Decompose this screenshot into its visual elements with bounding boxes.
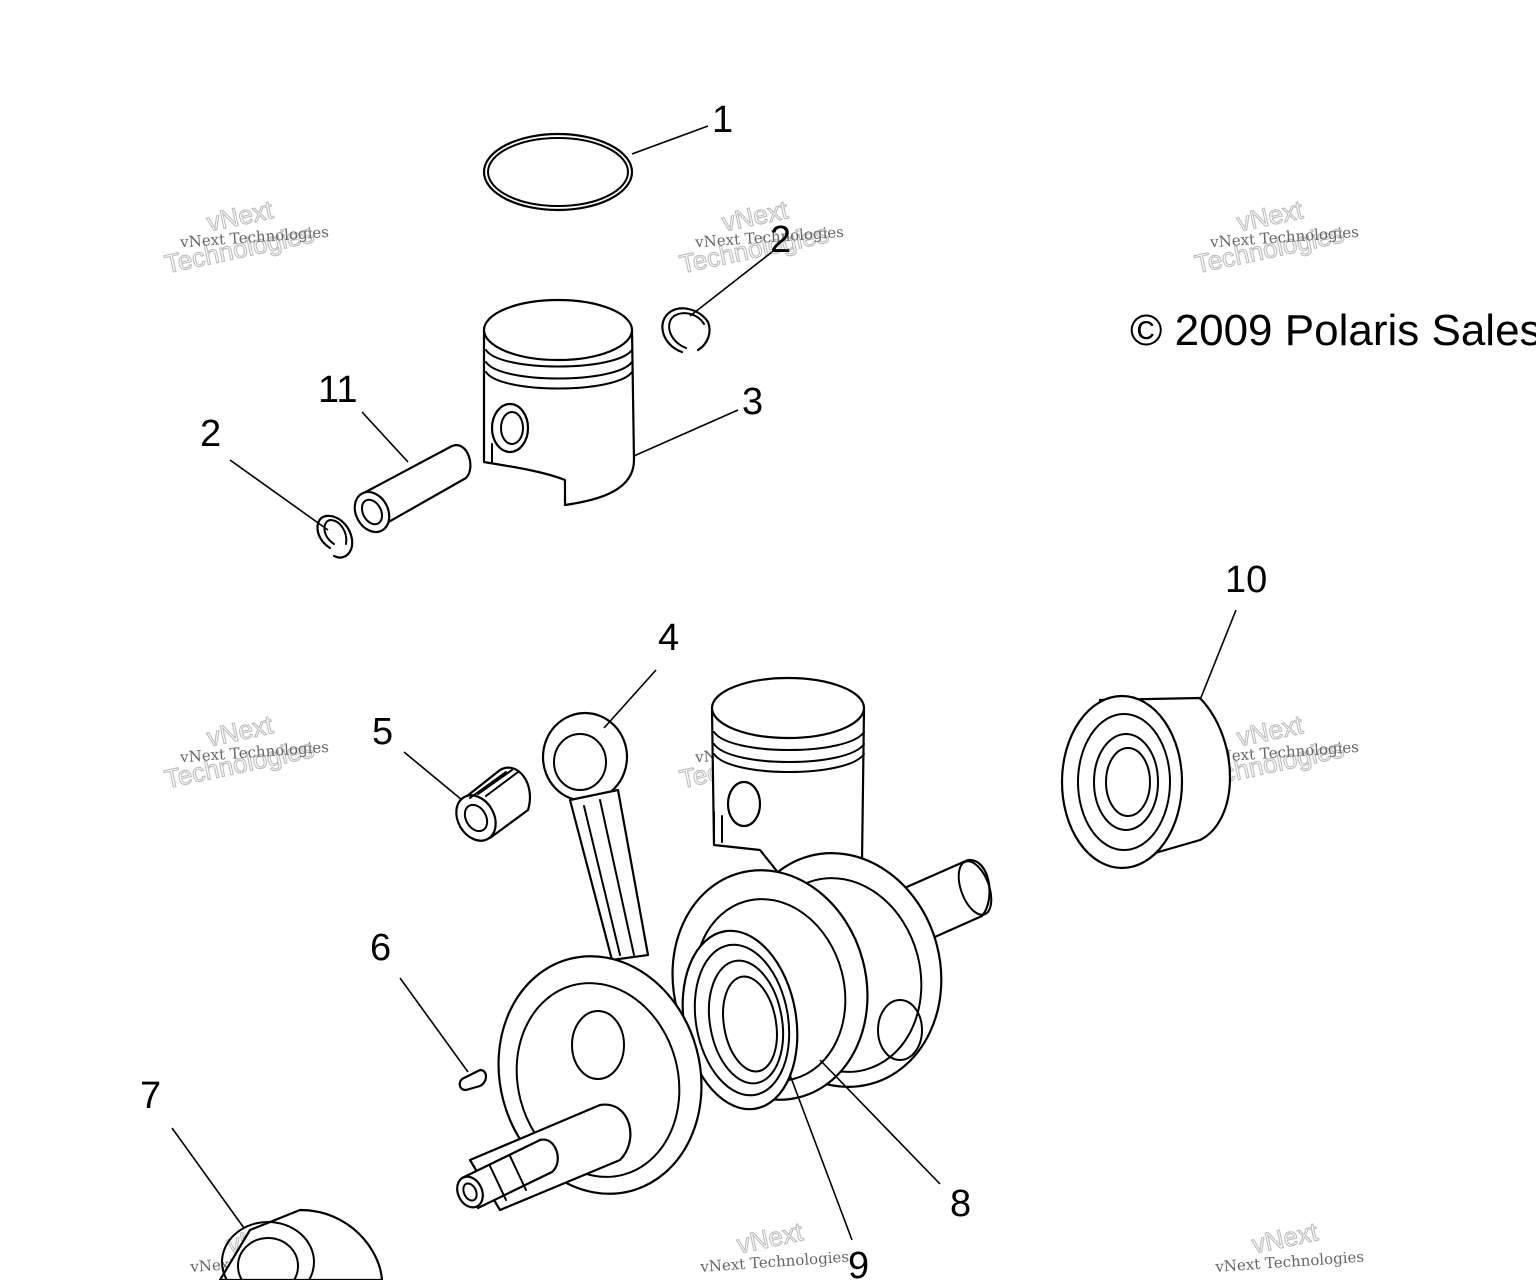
crankshaft: [456, 852, 993, 1212]
circlip-right: [661, 307, 711, 354]
callout-11: 11: [318, 369, 357, 411]
watermark: vNext vNext Technologies: [699, 1216, 850, 1276]
callout-9: 9: [848, 1245, 869, 1280]
copyright-notice: © 2009 Polaris Sales: [1130, 306, 1536, 355]
svg-text:vNext Technologies: vNext Technologies: [699, 1248, 850, 1276]
callout-5: 5: [372, 711, 393, 753]
watermark: vNext Technologies vNext Technologies: [161, 194, 329, 280]
watermark: vNext Technologies vNext Technologies: [1191, 194, 1359, 280]
callout-1: 1: [712, 99, 733, 141]
callout-3: 3: [742, 381, 763, 423]
watermark: vNext Technologies vNext Technologies: [676, 194, 844, 280]
callout-2-upper: 2: [770, 219, 791, 261]
svg-text:vNext Technologies: vNext Technologies: [1214, 1248, 1365, 1276]
watermark: vNext vNext Technologies: [1214, 1216, 1365, 1276]
piston: [482, 298, 636, 507]
callout-6: 6: [370, 927, 391, 969]
callout-7: 7: [140, 1075, 161, 1117]
main-bearing: [1060, 694, 1232, 870]
connecting-rod: [541, 711, 650, 962]
callout-4: 4: [658, 617, 679, 659]
circlip-left: [316, 514, 354, 559]
callout-8: 8: [950, 1183, 971, 1225]
callout-2-left: 2: [200, 413, 221, 455]
bearing-lower: [218, 1208, 384, 1280]
needle-bearing: [455, 766, 531, 842]
piston-ring: [482, 132, 634, 212]
leader-lines: [171, 125, 1237, 1241]
piston-pin: [353, 444, 472, 534]
piston-assembled: [710, 676, 866, 878]
watermark: vNext Technologies vNext Technologies: [161, 709, 329, 795]
callout-10: 10: [1225, 559, 1267, 601]
woodruff-key: [458, 1068, 488, 1092]
